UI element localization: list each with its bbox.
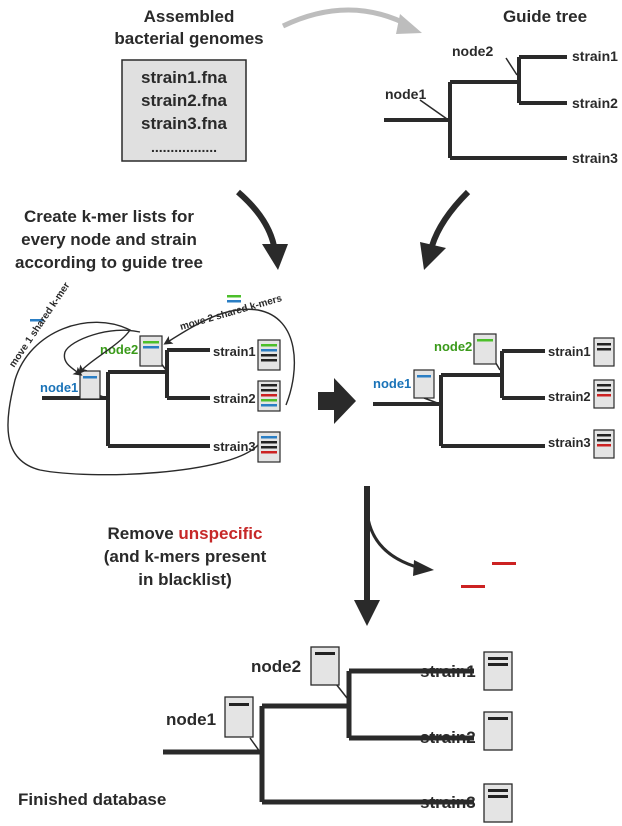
final-strain2-label: strain2 xyxy=(420,728,476,747)
moved-tree xyxy=(373,349,545,448)
big-right-arrow xyxy=(318,378,356,424)
file-item: strain3.fna xyxy=(141,114,228,133)
final-doc-strain2 xyxy=(483,711,513,751)
removed-kmer-red-2 xyxy=(492,562,516,565)
kmer-doc-strain3 xyxy=(257,431,281,463)
guide-strain2-label: strain2 xyxy=(572,95,618,111)
moved-strain3-label: strain3 xyxy=(548,435,591,450)
moved-node1-label: node1 xyxy=(373,376,411,391)
moved-doc-strain3 xyxy=(593,429,615,459)
move-two-arrow xyxy=(163,308,295,406)
guide-node1-label: node1 xyxy=(385,86,426,102)
input-title-line1: Assembled xyxy=(144,7,235,26)
file-item-ellipsis: ................. xyxy=(151,139,217,155)
moved-doc-strain1 xyxy=(593,337,615,367)
curved-arrowhead-left xyxy=(262,244,288,270)
guide-strain3-label: strain3 xyxy=(572,150,618,166)
input-title-line2: bacterial genomes xyxy=(114,29,263,48)
kmer-doc-node2 xyxy=(139,335,163,367)
guide-tree-title: Guide tree xyxy=(503,7,587,26)
kmer-strain2-label: strain2 xyxy=(213,391,256,406)
kmer-dash-green xyxy=(227,295,241,298)
remove-line2: (and k-mers present xyxy=(104,547,267,566)
kmer-dash-blue-2 xyxy=(227,300,241,303)
moved-doc-strain2 xyxy=(593,379,615,409)
curved-arrowhead-right xyxy=(420,242,446,270)
guide-node1-pointer xyxy=(419,99,448,120)
guide-tree xyxy=(384,55,567,160)
moved-doc-node1 xyxy=(413,369,435,399)
kmer-doc-strain1 xyxy=(257,339,281,371)
file-list-box xyxy=(121,59,247,162)
final-node1-pointer xyxy=(249,737,261,753)
step-create-line3: according to guide tree xyxy=(15,253,203,272)
gray-arrowhead xyxy=(396,14,422,34)
move-one-label: move 1 shared k-mer xyxy=(7,280,72,369)
final-node2-label: node2 xyxy=(251,657,301,676)
finished-title: Finished database xyxy=(18,790,166,809)
branch-arrowhead xyxy=(413,560,434,576)
down-arrowhead xyxy=(354,600,380,626)
branch-arrow xyxy=(365,509,421,570)
guide-strain1-label: strain1 xyxy=(572,48,618,64)
curved-arrow-right xyxy=(429,189,471,247)
curved-arrow-left xyxy=(236,189,277,247)
guide-node2-label: node2 xyxy=(452,43,493,59)
moved-node2-label: node2 xyxy=(434,339,472,354)
kmer-doc-strain2 xyxy=(257,380,281,412)
final-strain1-label: strain1 xyxy=(420,662,476,681)
kmer-dash-blue xyxy=(30,319,44,322)
final-strain3-label: strain3 xyxy=(420,793,476,812)
move-one-arrow-loop xyxy=(63,329,141,376)
moved-doc-node2 xyxy=(473,333,497,365)
guide-node2-pointer xyxy=(505,57,518,76)
final-doc-strain3 xyxy=(483,783,513,823)
step-create-line2: every node and strain xyxy=(21,230,197,249)
remove-line3: in blacklist) xyxy=(138,570,232,589)
final-doc-node2 xyxy=(310,646,340,686)
moved-strain2-label: strain2 xyxy=(548,389,591,404)
moved-strain1-label: strain1 xyxy=(548,344,591,359)
kmer-strain3-label: strain3 xyxy=(213,439,256,454)
kmer-doc-node1 xyxy=(79,370,101,400)
file-item: strain2.fna xyxy=(141,91,228,110)
file-item: strain1.fna xyxy=(141,68,228,87)
kmer-strain1-label: strain1 xyxy=(213,344,256,359)
step-create-line1: Create k-mer lists for xyxy=(24,207,194,226)
final-node2-pointer xyxy=(335,683,348,699)
final-tree xyxy=(163,668,474,805)
final-doc-node1 xyxy=(224,696,254,738)
kmer-node2-label: node2 xyxy=(100,342,138,357)
final-doc-strain1 xyxy=(483,651,513,691)
move-one-arrow xyxy=(7,321,259,476)
gray-curved-arrow xyxy=(281,7,412,29)
moved-node1-pointer xyxy=(423,397,441,405)
removed-kmer-red xyxy=(461,585,485,588)
final-node1-label: node1 xyxy=(166,710,216,729)
remove-prefix: Remove xyxy=(108,524,179,543)
remove-line1: Remove unspecific xyxy=(108,524,263,543)
remove-highlight: unspecific xyxy=(178,524,262,543)
kmer-node1-label: node1 xyxy=(40,380,78,395)
